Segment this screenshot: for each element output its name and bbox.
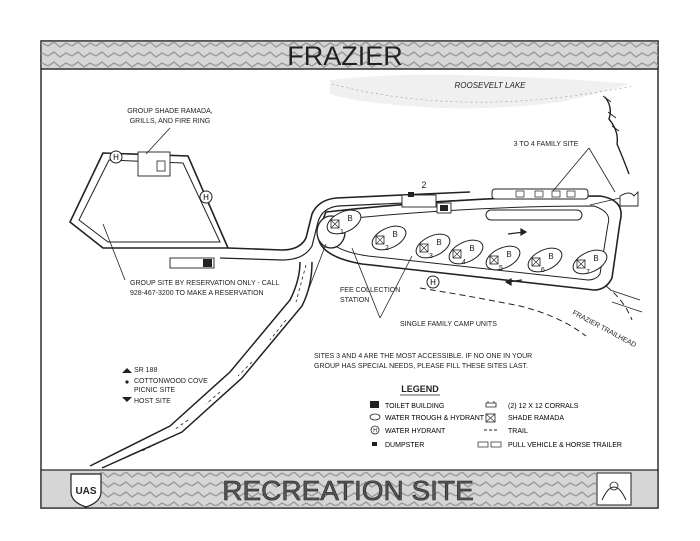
creek-line [604,96,630,175]
frazier-trail [419,287,587,337]
group-site-label-1: GROUP SITE BY RESERVATION ONLY - CALL [130,280,279,287]
legend-pull-vehicle: PULL VEHICLE & HORSE TRAILER [477,441,622,449]
water-hydrant-icon: H [109,150,123,164]
site-number: 5 [499,265,503,272]
camp-unit-pod: B5 [485,245,521,272]
family-site-label: 3 TO 4 FAMILY SITE [514,141,579,148]
ramada-cross [419,243,429,253]
traffic-arrows [504,227,528,287]
hydrant-letter: H [203,193,209,202]
legend-trail: TRAIL [484,428,528,435]
legend-toilet: TOILET BUILDING [370,401,444,410]
legend-label: WATER TROUGH & HYDRANT [385,415,485,422]
accessibility-note-2: GROUP HAS SPECIAL NEEDS, PLEASE FILL THE… [314,363,528,370]
legend-dumpster: DUMPSTER [372,442,424,449]
site-2-label: 2 [421,180,426,190]
ramada-cross [452,249,462,259]
footer-title: RECREATION SITE [222,475,474,506]
site-number: 2 [385,245,389,252]
site-number: 6 [541,267,545,274]
group-shade-label-1: GROUP SHADE RAMADA, [127,108,212,115]
camp-unit-pod: B7 [572,249,608,276]
hydrant-letter: H [373,428,377,434]
legend-title: LEGEND [401,384,439,394]
direction-sr188: SR 188 [134,367,157,374]
water-hydrant-icon: H [426,275,440,289]
fee-station-label-1: FEE COLLECTION [340,287,400,294]
legend-trough: WATER TROUGH & HYDRANT [369,413,485,422]
trail-extension [605,285,633,321]
logo-text: UAS [75,486,96,497]
group-site-area [69,151,230,269]
direction-host: HOST SITE [134,398,171,405]
legend-label: DUMPSTER [385,442,424,449]
single-units-label: SINGLE FAMILY CAMP UNITS [400,321,497,328]
legend-label: TRAIL [508,428,528,435]
group-shade-ramada [137,151,171,177]
camp-unit-pod: B3 [415,233,451,260]
pod-letter: B [548,252,553,261]
camp-unit-pod: B4 [448,239,484,266]
pod-letter: B [506,250,511,259]
legend-label: SHADE RAMADA [508,415,564,422]
creek-marks [602,95,620,132]
pod-letter: B [469,244,474,253]
map-title: FRAZIER [287,41,403,71]
toilet-building-icon [440,205,448,211]
fee-station-label-2: STATION [340,297,369,304]
site-number: 1 [340,229,344,236]
legend-corrals: (2) 12 X 12 CORRALS [485,401,579,410]
forest-service-shield-logo: UAS [70,473,102,508]
roosevelt-lake: ROOSEVELT LAKE [330,74,633,109]
legend-label: PULL VEHICLE & HORSE TRAILER [508,442,622,449]
legend-label: WATER HYDRANT [385,428,446,435]
site-number: 7 [586,269,590,276]
legend-shade-ramada: SHADE RAMADA [485,413,564,423]
hydrant-letter: H [113,153,119,162]
direction-picnic: PICNIC SITE [134,387,176,394]
group-site-label-2: 928-467-3200 TO MAKE A RESERVATION [130,290,264,297]
toilet-building-icon [203,259,212,267]
pod-letter: B [347,214,352,223]
footer-band: RECREATION SITE UAS [40,469,659,509]
leader-lines [102,127,616,319]
camp-unit-pod: B6 [527,247,563,274]
pod-letter: B [436,238,441,247]
site-number: 3 [429,253,433,260]
ramada-cross [489,255,499,265]
lake-label: ROOSEVELT LAKE [455,81,527,90]
hydrant-letter: H [430,278,436,287]
site-number: 4 [462,259,466,266]
camp-unit-pod: B1 [326,209,362,236]
ramada-cross [330,219,340,229]
group-shade-label-2: GRILLS, AND FIRE RING [130,118,211,125]
header-band: FRAZIER [40,40,659,71]
pod-letter: B [593,254,598,263]
agency-emblem-logo [596,472,632,506]
accessibility-note-1: SITES 3 AND 4 ARE THE MOST ACCESSIBLE. I… [314,353,532,360]
pod-letter: B [392,230,397,239]
legend-label: (2) 12 X 12 CORRALS [508,403,579,410]
legend-label: TOILET BUILDING [385,403,444,410]
ramada-cross [375,235,385,245]
legend-hydrant: H WATER HYDRANT [370,425,446,435]
legend: LEGEND TOILET BUILDING WATER TROUGH & HY… [369,384,622,449]
camp-unit-pod: B2 [371,225,407,252]
ramada-cross [576,259,586,269]
direction-cottonwood: COTTONWOOD COVE [134,378,208,385]
water-hydrant-icon: H [199,190,213,204]
ramada-cross [531,257,541,267]
